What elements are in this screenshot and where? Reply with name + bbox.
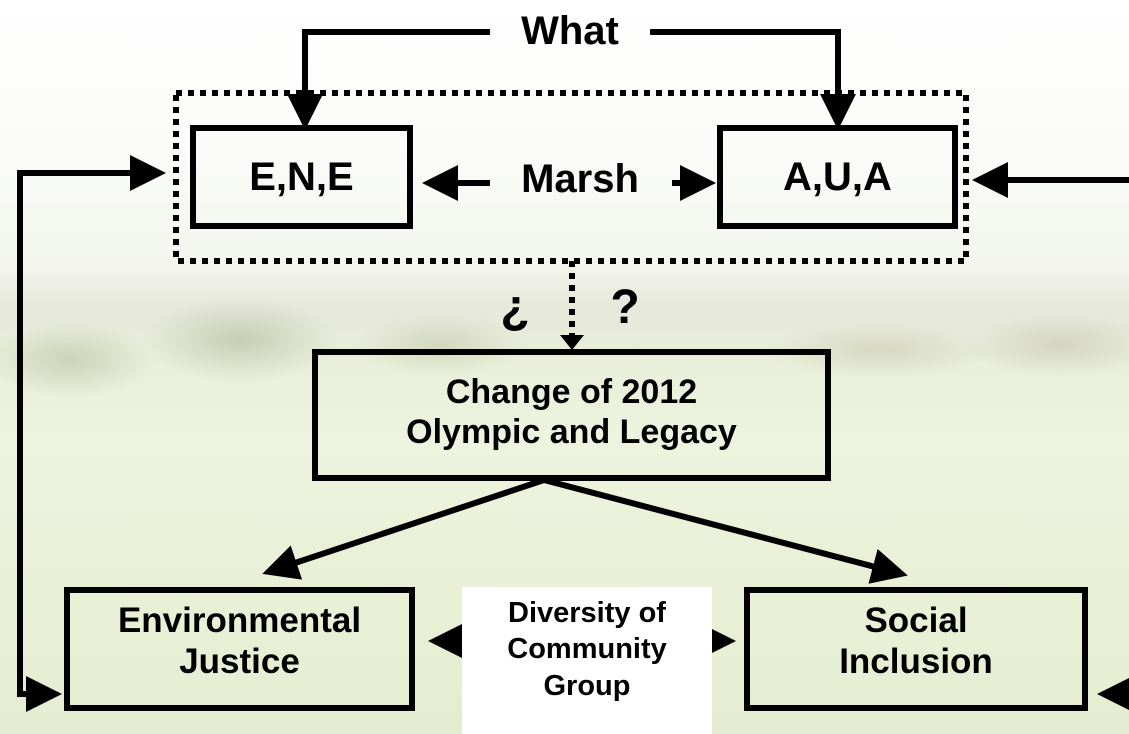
ene-box xyxy=(190,125,413,229)
what-to-aua-arrow xyxy=(650,29,856,130)
center-to-justice-arrow xyxy=(262,477,545,580)
social-inclusion-line2: Inclusion xyxy=(839,642,993,682)
social-inclusion-line1: Social xyxy=(864,601,968,640)
center-to-inclusion-arrow xyxy=(543,477,908,584)
marsh-label: Marsh xyxy=(521,157,639,201)
social-inclusion-box xyxy=(744,587,1088,711)
what-label: What xyxy=(521,9,619,53)
dotted-down-arrowhead xyxy=(560,335,584,350)
change-olympic-line2: Olympic and Legacy xyxy=(406,413,737,452)
environmental-justice-box xyxy=(64,587,415,711)
diversity-line3: Group xyxy=(543,669,631,702)
environmental-justice-line2: Justice xyxy=(179,642,300,682)
aua-box xyxy=(717,125,958,229)
question-mark: ? xyxy=(610,281,640,334)
aua-label: A,U,A xyxy=(783,155,892,199)
what-to-ene-arrow xyxy=(287,29,490,130)
diversity-community-group-label: Diversity of Community Group xyxy=(462,587,712,734)
change-olympic-label: Change of 2012 Olympic and Legacy xyxy=(315,372,828,452)
ene-label: E,N,E xyxy=(249,155,354,199)
environmental-justice-line1: Environmental xyxy=(117,601,362,640)
diversity-line1: Diversity of xyxy=(508,597,666,629)
environmental-justice-label: Environmental Justice xyxy=(67,600,412,683)
inverted-question-mark: ¿ xyxy=(500,281,530,334)
change-olympic-line1: Change of 2012 xyxy=(445,373,698,411)
background-treeline xyxy=(0,290,1129,400)
change-olympic-box xyxy=(312,349,831,481)
social-inclusion-label: Social Inclusion xyxy=(747,600,1085,683)
diversity-line2: Community xyxy=(507,633,667,666)
